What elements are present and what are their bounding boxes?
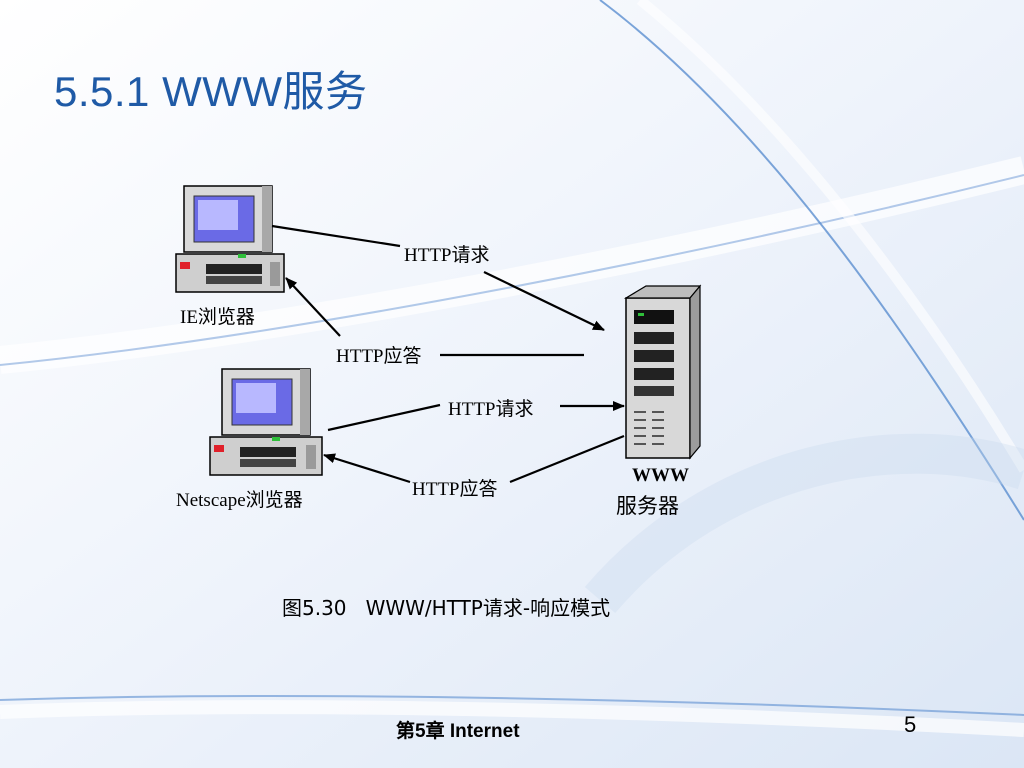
netscape-response-label: HTTP应答	[412, 479, 498, 500]
netscape-response-arrow	[323, 453, 411, 484]
ie-request-arrow	[483, 271, 605, 331]
ie-response-arrow	[285, 277, 341, 337]
netscape-request-line-a	[327, 403, 441, 432]
ie-computer-icon	[175, 185, 285, 293]
server-label-www: WWW	[632, 465, 689, 486]
page-number: 5	[904, 712, 917, 737]
server-label-name: 服务器	[616, 494, 679, 518]
netscape-browser-label: Netscape浏览器	[176, 490, 303, 511]
netscape-computer-icon	[209, 368, 323, 476]
slide-title: 5.5.1 WWW服务	[54, 68, 368, 115]
ie-response-label: HTTP应答	[336, 346, 422, 367]
netscape-response-line-a	[509, 434, 625, 484]
server-tower-icon	[623, 284, 702, 460]
figure-caption: 图5.30 WWW/HTTP请求-响应模式	[282, 596, 611, 620]
ie-request-line-a	[271, 224, 401, 248]
slide-footer: 第5章 Internet	[396, 721, 520, 742]
ie-browser-label: IE浏览器	[180, 307, 255, 328]
netscape-request-label: HTTP请求	[448, 399, 534, 420]
ie-request-label: HTTP请求	[404, 245, 490, 266]
